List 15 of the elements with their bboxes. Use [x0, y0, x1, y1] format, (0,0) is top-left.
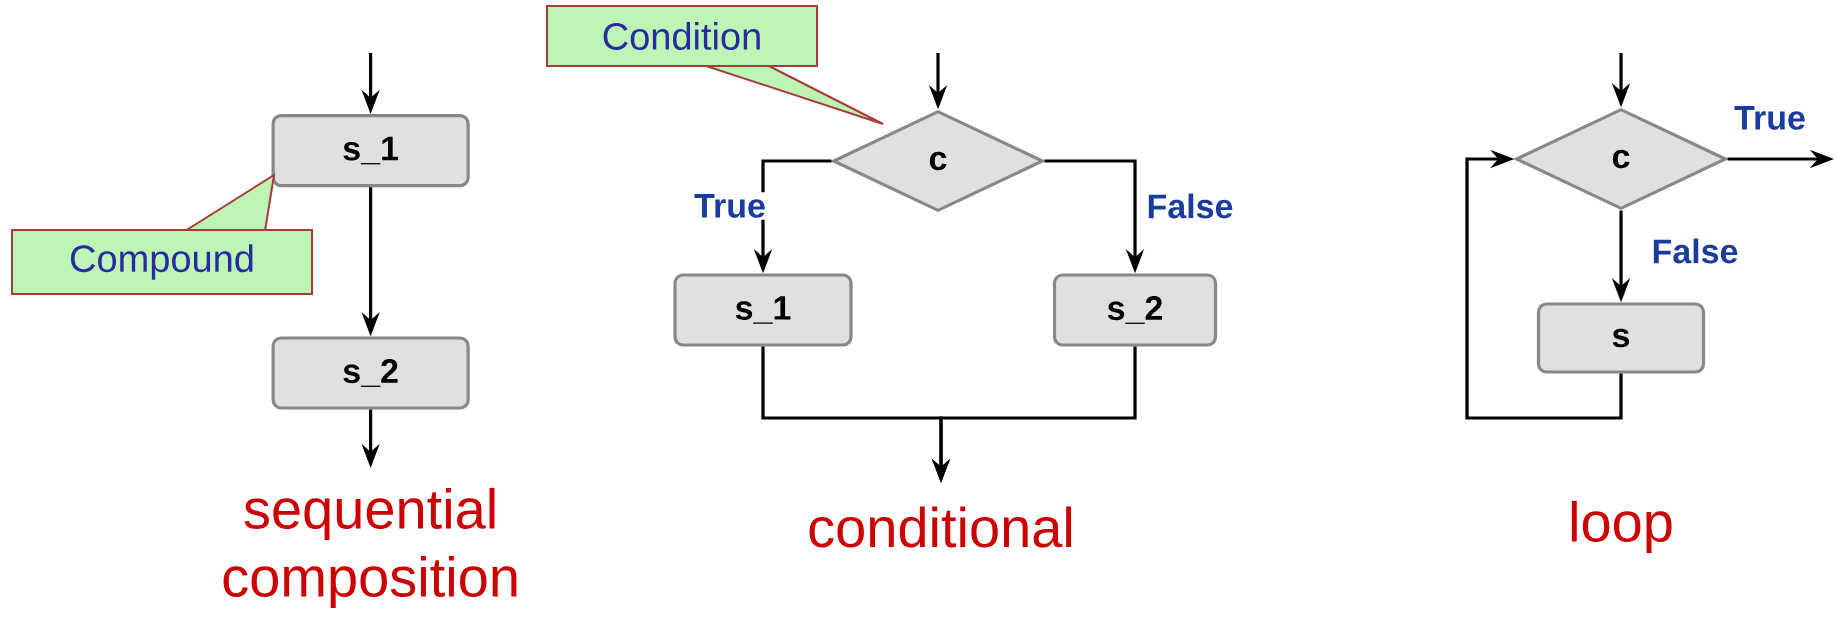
arrow — [1465, 149, 1623, 420]
process-box: s_2 — [271, 336, 470, 410]
callout-box: Compound — [11, 172, 313, 295]
process-box: s_1 — [271, 114, 470, 188]
caption: loop — [1571, 500, 1672, 554]
process-box: s_2 — [1052, 273, 1218, 347]
caption: sequential composition — [223, 487, 517, 609]
process-box: s_1 — [673, 273, 853, 347]
edge-label: False — [1144, 191, 1236, 221]
callout-box: Condition — [546, 5, 884, 125]
edge-label: True — [1732, 104, 1808, 132]
edge-label: False — [1649, 236, 1741, 266]
edge-label: True — [692, 192, 768, 220]
caption: conditional — [809, 506, 1072, 548]
process-box: s — [1536, 302, 1706, 374]
